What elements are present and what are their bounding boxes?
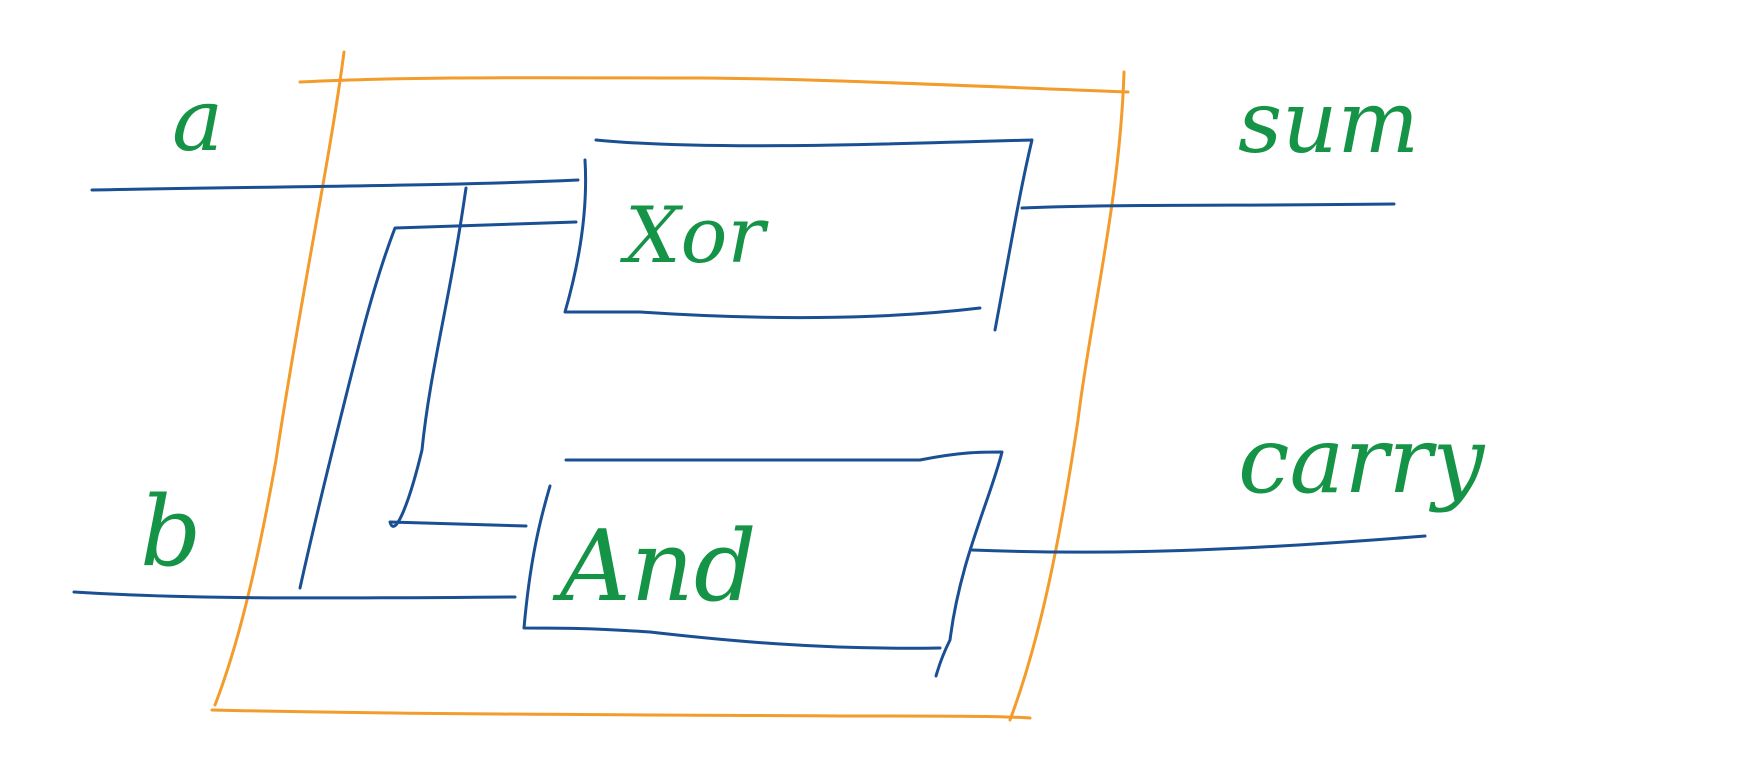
and-gate-label: And bbox=[552, 510, 757, 624]
output-carry-label: carry bbox=[1238, 407, 1485, 514]
xor-gate: Xor bbox=[563, 138, 1034, 332]
carry-output-wire bbox=[970, 534, 1427, 554]
input-b-label: b bbox=[140, 476, 201, 588]
xor-gate-outline bbox=[563, 138, 1034, 332]
output-sum-label: sum bbox=[1238, 73, 1419, 173]
sum-output-wire bbox=[1020, 202, 1396, 210]
input-a-wire bbox=[90, 178, 580, 528]
and-gate: And bbox=[522, 450, 1004, 678]
input-a-label: a bbox=[172, 71, 223, 171]
and-gate-outline bbox=[522, 450, 1004, 678]
input-b-wire bbox=[72, 220, 578, 600]
enclosure-box bbox=[210, 50, 1130, 722]
xor-gate-label: Xor bbox=[619, 191, 769, 281]
